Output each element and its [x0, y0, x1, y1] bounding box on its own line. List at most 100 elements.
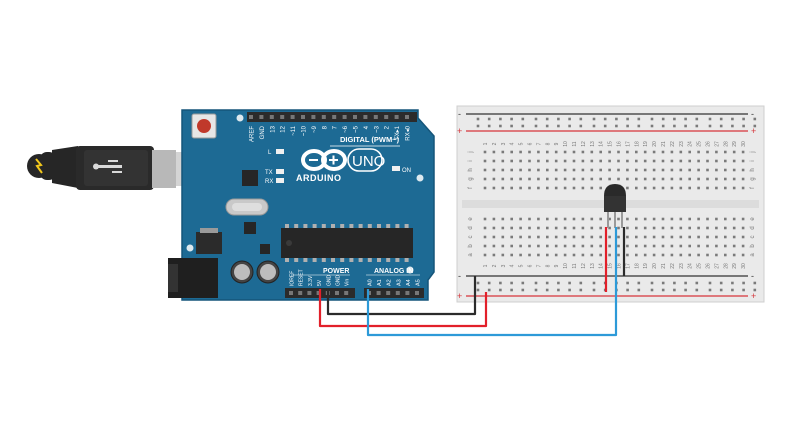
breadboard-row-label: f: [750, 187, 756, 189]
breadboard-column-label: 6: [528, 264, 534, 267]
breadboard-row-label: g: [750, 177, 756, 180]
breadboard-row-label: f: [468, 187, 474, 189]
breadboard-column-label: 16: [617, 263, 623, 269]
digital-pin-label: 12: [281, 125, 287, 132]
breadboard-row-label: d: [468, 226, 474, 229]
breadboard-column-label: 15: [608, 263, 614, 269]
digital-header: [247, 112, 417, 122]
breadboard-column-label: 4: [510, 264, 516, 267]
breadboard-row-label: a: [750, 253, 756, 257]
arduino-brand-text: ARDUINO: [296, 173, 342, 183]
usb-cable[interactable]: [27, 146, 186, 190]
breadboard-column-label: 24: [688, 263, 694, 269]
power-pin-label: IOREF: [290, 271, 296, 286]
breadboard[interactable]: - - + + - - + + 112233445566778899101011…: [456, 105, 765, 303]
breadboard-column-label: 21: [661, 263, 667, 269]
atmega-microcontroller: [281, 224, 413, 262]
breadboard-row-label: d: [750, 226, 756, 229]
breadboard-column-label: 27: [714, 141, 720, 147]
rail-plus-bottom-right: +: [751, 291, 756, 301]
breadboard-column-label: 28: [723, 263, 729, 269]
breadboard-row-label: c: [468, 236, 474, 239]
breadboard-column-label: 7: [536, 142, 542, 145]
breadboard-column-label: 7: [536, 264, 542, 267]
breadboard-column-label: 19: [643, 141, 649, 147]
rail-minus-top-left: -: [458, 109, 461, 119]
breadboard-column-label: 8: [545, 142, 551, 145]
rail-minus-bottom-left: -: [458, 271, 461, 281]
breadboard-row-label: b: [750, 244, 756, 248]
breadboard-column-label: 22: [670, 263, 676, 269]
on-led-label: ON: [402, 168, 411, 174]
rail-minus-top-right: -: [751, 109, 754, 119]
breadboard-column-label: 14: [599, 141, 605, 147]
breadboard-row-label: j: [750, 151, 756, 153]
analog-pin-label: A0: [368, 279, 374, 286]
reset-button[interactable]: [191, 113, 217, 139]
power-pin-label: Vin: [345, 279, 351, 286]
breadboard-row-label: a: [468, 253, 474, 257]
breadboard-column-label: 19: [643, 263, 649, 269]
usb-lightning-icon: [35, 158, 43, 174]
breadboard-column-label: 10: [563, 141, 569, 147]
breadboard-column-label: 25: [697, 263, 703, 269]
breadboard-column-label: 21: [661, 141, 667, 147]
analog-pin-label: A4: [406, 279, 412, 286]
breadboard-column-label: 11: [572, 141, 578, 146]
voltage-regulator: [196, 232, 222, 254]
power-jack[interactable]: [168, 258, 218, 298]
breadboard-column-label: 2: [492, 142, 498, 145]
black-wire-gnd: [326, 276, 477, 316]
digital-pin-label: ~6: [343, 125, 349, 133]
breadboard-column-label: 2: [492, 264, 498, 267]
rail-plus-bottom-left: +: [457, 291, 462, 301]
breadboard-column-label: 17: [625, 141, 631, 147]
rail-plus-top-right: +: [751, 126, 756, 136]
temperature-sensor[interactable]: [604, 184, 626, 228]
power-pin-label: RESET: [299, 269, 305, 286]
breadboard-row-label: e: [750, 217, 756, 221]
digital-pin-label: GND: [260, 125, 266, 139]
power-pin-label: GND: [336, 275, 342, 287]
digital-pin-label: 13: [270, 125, 276, 132]
breadboard-column-label: 20: [652, 141, 658, 147]
breadboard-column-label: 8: [545, 264, 551, 267]
breadboard-column-label: 29: [732, 263, 738, 269]
breadboard-column-label: 23: [679, 141, 685, 147]
analog-header: [364, 288, 424, 298]
breadboard-column-label: 9: [554, 264, 560, 267]
breadboard-column-label: 28: [723, 141, 729, 147]
wires[interactable]: [318, 227, 626, 337]
digital-pin-label: AREF: [250, 126, 256, 142]
breadboard-column-label: 12: [581, 141, 587, 147]
breadboard-row-label: i: [750, 160, 756, 161]
breadboard-column-label: 22: [670, 141, 676, 147]
breadboard-column-label: 27: [714, 263, 720, 269]
breadboard-column-label: 4: [510, 142, 516, 145]
breadboard-column-label: 9: [554, 142, 560, 145]
breadboard-row-label: j: [468, 151, 474, 153]
digital-pin-label: ~9: [312, 125, 318, 133]
breadboard-row-label: g: [468, 177, 474, 180]
breadboard-column-label: 15: [608, 141, 614, 147]
breadboard-column-label: 5: [519, 142, 525, 145]
digital-pin-label: ~11: [291, 125, 297, 135]
breadboard-column-label: 25: [697, 141, 703, 147]
arduino-infinity-logo: [301, 149, 347, 171]
rail-minus-bottom-right: -: [751, 271, 754, 281]
breadboard-column-label: 6: [528, 142, 534, 145]
power-pin-label: GND: [326, 275, 332, 287]
breadboard-column-label: 30: [741, 263, 747, 269]
digital-pin-label: RX◂0: [406, 125, 412, 140]
breadboard-column-label: 10: [563, 263, 569, 269]
breadboard-column-label: 23: [679, 263, 685, 269]
breadboard-column-label: 13: [590, 263, 596, 269]
digital-pin-label: ~10: [302, 125, 308, 136]
breadboard-column-label: 16: [617, 141, 623, 147]
digital-pin-label: 2: [385, 125, 391, 129]
digital-pin-label: 7: [333, 125, 339, 129]
digital-pwm-label: DIGITAL (PWM~): [340, 135, 400, 144]
